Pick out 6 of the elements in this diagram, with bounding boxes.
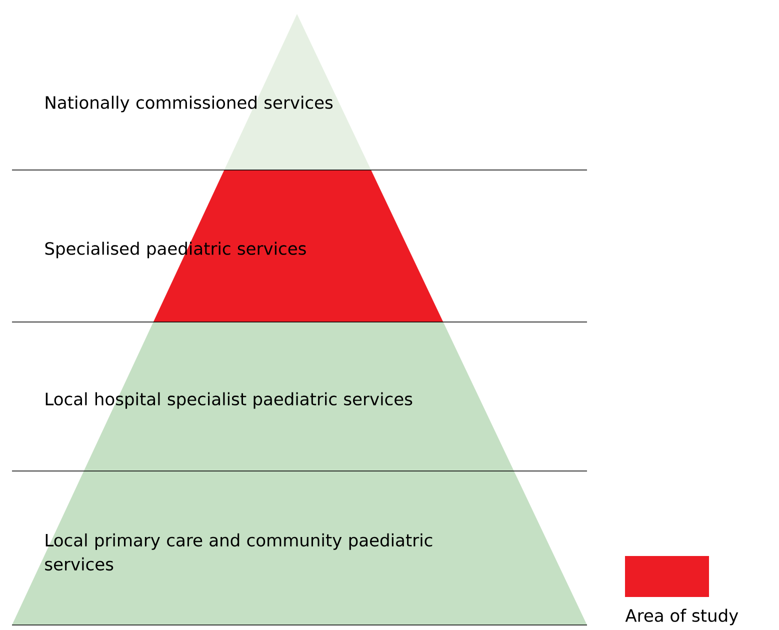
node-label: Local primary care and community paediatric services (45, 533, 432, 571)
pyramid-band: Nationally commissioned services (46, 14, 372, 170)
pyramid-band: Local primary care and community paediatric services (12, 471, 587, 625)
node-label: Local hospital specialist paediatric services (46, 392, 412, 409)
pyramid-band: Local hospital specialist paediatric services (46, 322, 514, 471)
legend-label: Area of study (625, 608, 738, 626)
